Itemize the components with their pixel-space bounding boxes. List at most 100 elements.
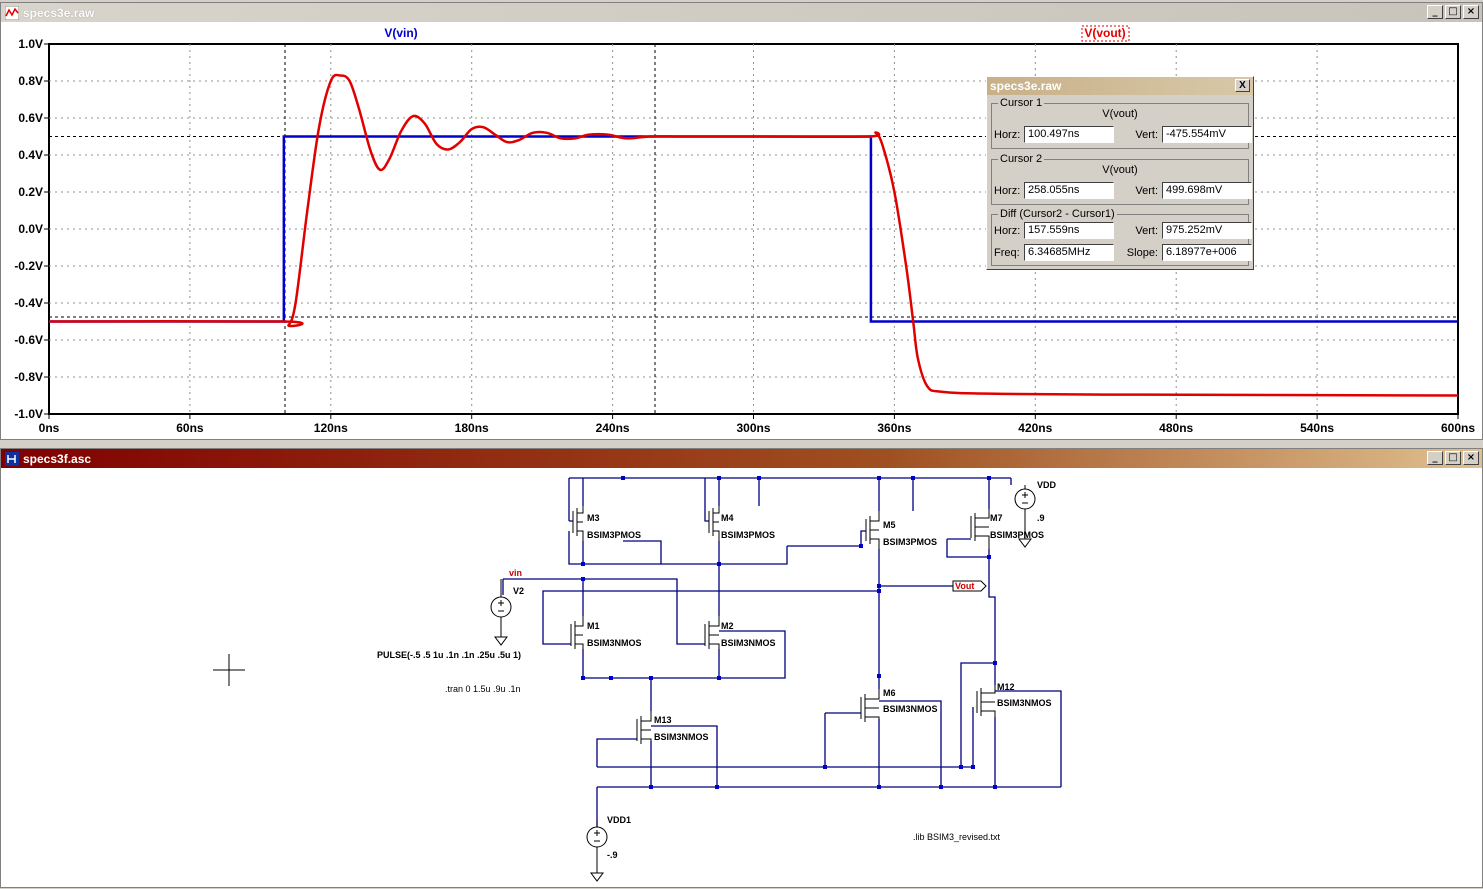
vdd1-value: -.9 (607, 850, 618, 860)
voltage-sources[interactable] (490, 485, 1036, 882)
cursor2-group: Cursor 2 V(vout) Horz: 258.055ns Vert: 4… (991, 153, 1252, 205)
diff-freq-field[interactable]: 6.34685MHz (1024, 244, 1114, 261)
m5-name: M5 (883, 520, 896, 530)
schematic-canvas[interactable]: M3 BSIM3PMOS M4 BSIM3PMOS M5 BSIM3PMOS M… (1, 468, 1482, 887)
x-tick-label: 0ns (39, 421, 60, 435)
y-tick-label: 0.6V (18, 111, 43, 125)
m1-name: M1 (587, 621, 600, 631)
m4-name: M4 (721, 513, 734, 523)
diff-vert-label: Vert: (1135, 224, 1158, 237)
trace-vvout[interactable] (48, 73, 1459, 397)
m13-name: M13 (654, 715, 672, 725)
m1-model: BSIM3NMOS (587, 638, 642, 648)
m2-model: BSIM3NMOS (721, 638, 776, 648)
cursor1-vert-field[interactable]: -475.554mV (1162, 126, 1252, 143)
trace-label-vout[interactable]: V(vout) (1084, 26, 1125, 40)
m7-name: M7 (990, 513, 1003, 523)
m6-name: M6 (883, 688, 896, 698)
waveform-app-icon (5, 5, 19, 20)
transistor-labels: M3 BSIM3PMOS M4 BSIM3PMOS M5 BSIM3PMOS M… (587, 513, 1052, 742)
diff-group: Diff (Cursor2 - Cursor1) Horz: 157.559ns… (991, 208, 1252, 266)
y-tick-label: -0.4V (14, 296, 43, 310)
close-button[interactable]: × (1463, 451, 1479, 465)
cursor2-trace: V(vout) (1102, 164, 1138, 176)
y-tick-label: 1.0V (18, 37, 43, 51)
close-button[interactable]: × (1463, 5, 1479, 19)
m5-model: BSIM3PMOS (883, 537, 937, 547)
m12-model: BSIM3NMOS (997, 698, 1052, 708)
schematic-window-title: specs3f.asc (23, 451, 92, 466)
cursor1-trace: V(vout) (1102, 108, 1138, 120)
x-tick-label: 60ns (176, 421, 204, 435)
y-tick-label: 0.4V (18, 148, 43, 162)
maximize-button[interactable]: □ (1445, 451, 1461, 465)
cursor1-group: Cursor 1 V(vout) Horz: 100.497ns Vert: -… (991, 97, 1252, 149)
x-tick-label: 600ns (1441, 421, 1475, 435)
cursor-dialog-close-button[interactable]: X (1235, 79, 1250, 92)
m3-model: BSIM3PMOS (587, 530, 641, 540)
cursor2-vert-label: Vert: (1135, 184, 1158, 197)
x-tick-label: 240ns (596, 421, 630, 435)
x-tick-label: 180ns (455, 421, 489, 435)
cursor-dialog[interactable]: specs3e.raw X Cursor 1 V(vout) Horz: 100… (986, 76, 1254, 270)
net-label-vin[interactable]: vin (509, 568, 522, 578)
m12-name: M12 (997, 682, 1015, 692)
cursor1-vert-label: Vert: (1135, 128, 1158, 141)
cursor1-horz-label: Horz: (994, 128, 1021, 141)
x-tick-label: 480ns (1159, 421, 1193, 435)
waveform-plot[interactable]: 1.0V0.8V0.6V0.4V0.2V0.0V-0.2V-0.4V-0.6V-… (1, 22, 1482, 439)
y-tick-label: -0.2V (14, 259, 43, 273)
diff-freq-label: Freq: (994, 246, 1020, 259)
diff-horz-label: Horz: (994, 224, 1021, 237)
transistor-symbols[interactable] (570, 506, 996, 744)
y-tick-label: -1.0V (14, 407, 43, 421)
schematic-titlebar[interactable]: specs3f.asc _ □ × (1, 449, 1482, 468)
diff-horz-field[interactable]: 157.559ns (1024, 222, 1114, 239)
x-tick-label: 120ns (314, 421, 348, 435)
m4-model: BSIM3PMOS (721, 530, 775, 540)
vout-port-flag[interactable] (952, 580, 987, 592)
minimize-button[interactable]: _ (1427, 451, 1443, 465)
waveform-window-title: specs3e.raw (23, 5, 95, 20)
v2-name: V2 (513, 586, 524, 596)
crosshair-cursor-icon (213, 654, 245, 686)
schematic-window[interactable]: specs3f.asc _ □ × (0, 448, 1483, 888)
y-axis-ticks: 1.0V0.8V0.6V0.4V0.2V0.0V-0.2V-0.4V-0.6V-… (14, 37, 49, 421)
waveform-titlebar[interactable]: specs3e.raw _ □ × (1, 3, 1482, 22)
maximize-button[interactable]: □ (1445, 5, 1461, 19)
diff-slope-label: Slope: (1126, 246, 1158, 259)
cursor1-label: Cursor 1 (998, 97, 1045, 109)
v2-value: PULSE(-.5 .5 1u .1n .1n .25u .5u 1) (377, 650, 521, 660)
m13-model: BSIM3NMOS (654, 732, 709, 742)
trace-label-vout-selection (1081, 25, 1130, 42)
tran-directive[interactable]: .tran 0 1.5u .9u .1n (445, 684, 521, 694)
x-tick-label: 420ns (1018, 421, 1052, 435)
cursor-dialog-title: specs3e.raw (990, 79, 1062, 93)
y-tick-label: -0.6V (14, 333, 43, 347)
m2-name: M2 (721, 621, 734, 631)
net-label-vout[interactable]: Vout (955, 581, 974, 591)
diff-label: Diff (Cursor2 - Cursor1) (998, 208, 1117, 220)
vdd-value: .9 (1037, 513, 1045, 523)
lib-directive[interactable]: .lib BSIM3_revised.txt (913, 832, 1001, 842)
wires[interactable] (502, 477, 1062, 827)
m7-model: BSIM3PMOS (990, 530, 1044, 540)
diff-vert-field[interactable]: 975.252mV (1162, 222, 1252, 239)
cursor-dialog-titlebar[interactable]: specs3e.raw X (987, 77, 1253, 95)
x-tick-label: 540ns (1300, 421, 1334, 435)
source-labels: VDD .9 V2 PULSE(-.5 .5 1u .1n .1n .25u .… (377, 480, 1057, 860)
vdd1-name: VDD1 (607, 815, 631, 825)
trace-label-vin[interactable]: V(vin) (384, 26, 417, 40)
y-tick-label: 0.2V (18, 185, 43, 199)
cursor2-vert-field[interactable]: 499.698mV (1162, 182, 1252, 199)
minimize-button[interactable]: _ (1427, 5, 1443, 19)
cursor2-horz-field[interactable]: 258.055ns (1024, 182, 1114, 199)
m6-model: BSIM3NMOS (883, 704, 938, 714)
cursor2-label: Cursor 2 (998, 153, 1045, 165)
y-tick-label: -0.8V (14, 370, 43, 384)
cursor1-horz-field[interactable]: 100.497ns (1024, 126, 1114, 143)
junction-dots (581, 476, 997, 789)
diff-slope-field[interactable]: 6.18977e+006 (1162, 244, 1252, 261)
y-tick-label: 0.0V (18, 222, 43, 236)
